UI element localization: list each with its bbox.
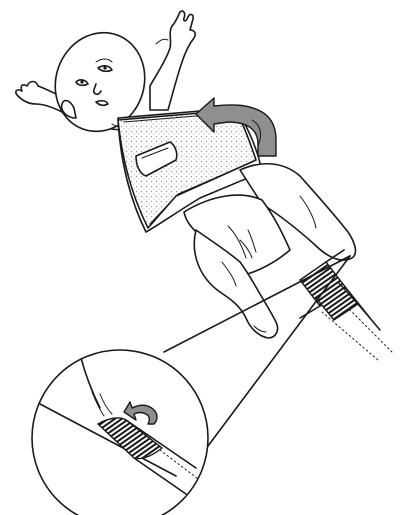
detail-magnifier <box>32 346 210 515</box>
right-arm <box>150 11 195 110</box>
